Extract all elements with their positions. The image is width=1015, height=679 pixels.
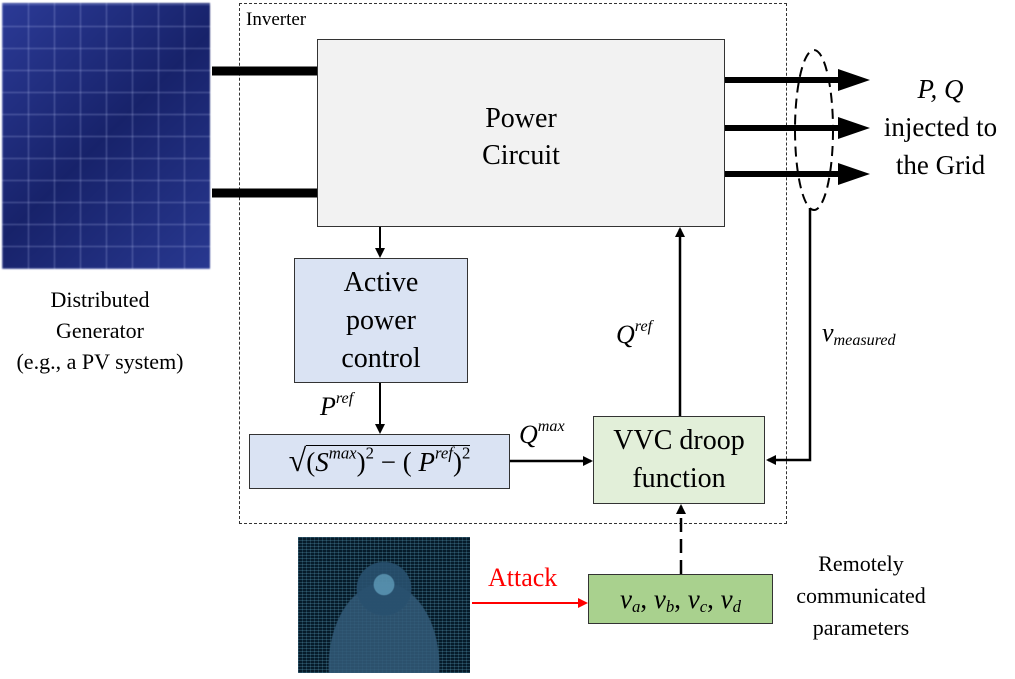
vvc-label-line2: function <box>632 463 726 494</box>
output-label-line2: injected to <box>883 112 998 142</box>
remote-params-formula: va, vb, vc, vd <box>620 584 741 617</box>
pref-label: Pref <box>320 389 354 421</box>
generator-label-line3: (e.g., a PV system) <box>16 349 184 374</box>
vmeasured-label: vmeasured <box>822 318 896 350</box>
active-power-control-box <box>294 258 468 383</box>
output-arrow-2 <box>838 117 870 139</box>
power-circuit-label: Power Circuit <box>317 100 725 174</box>
measurement-ellipse <box>794 49 834 211</box>
vvc-droop-box <box>593 416 765 504</box>
output-label: P, Q injected to the Grid <box>868 70 1013 184</box>
vmeasured-line <box>766 208 812 465</box>
generator-label: Distributed Generator (e.g., a PV system… <box>0 284 200 377</box>
hacker-image <box>298 537 470 673</box>
sqrt-formula-box <box>249 434 510 489</box>
attack-label: Attack <box>488 563 558 592</box>
vvc-droop-label: VVC droop function <box>593 422 765 498</box>
generator-label-line1: Distributed <box>50 287 150 312</box>
pv-panel-image <box>2 3 210 269</box>
radical-sign: √ <box>288 442 307 478</box>
active-power-label-line2: power <box>346 305 416 336</box>
remote-label-line2: communicated <box>796 583 926 608</box>
active-power-label-line1: Active <box>343 267 419 298</box>
inverter-label: Inverter <box>246 9 307 30</box>
qmax-label: Qmax <box>519 417 565 449</box>
sqrt-formula: √(Smax)2 − ( Pref)2 <box>288 442 471 478</box>
output-arrow-3 <box>838 163 870 185</box>
remote-params-label: Remotely communicated parameters <box>778 548 944 644</box>
output-arrow-1 <box>838 69 870 91</box>
inverter-boundary <box>239 3 787 524</box>
qref-label: Qref <box>616 317 653 349</box>
power-circuit-label-line1: Power <box>485 103 557 134</box>
active-power-control-label: Active power control <box>294 264 468 378</box>
remote-params-box <box>588 574 773 624</box>
output-label-line3: the Grid <box>895 150 986 180</box>
active-power-label-line3: control <box>341 343 421 374</box>
vvc-label-line1: VVC droop <box>613 425 745 456</box>
generator-label-line2: Generator <box>56 318 144 343</box>
output-label-line1: P, Q <box>917 74 964 104</box>
power-circuit-box <box>317 39 725 227</box>
power-circuit-label-line2: Circuit <box>482 140 560 171</box>
remote-label-line3: parameters <box>812 615 910 640</box>
remote-label-line1: Remotely <box>818 551 904 576</box>
